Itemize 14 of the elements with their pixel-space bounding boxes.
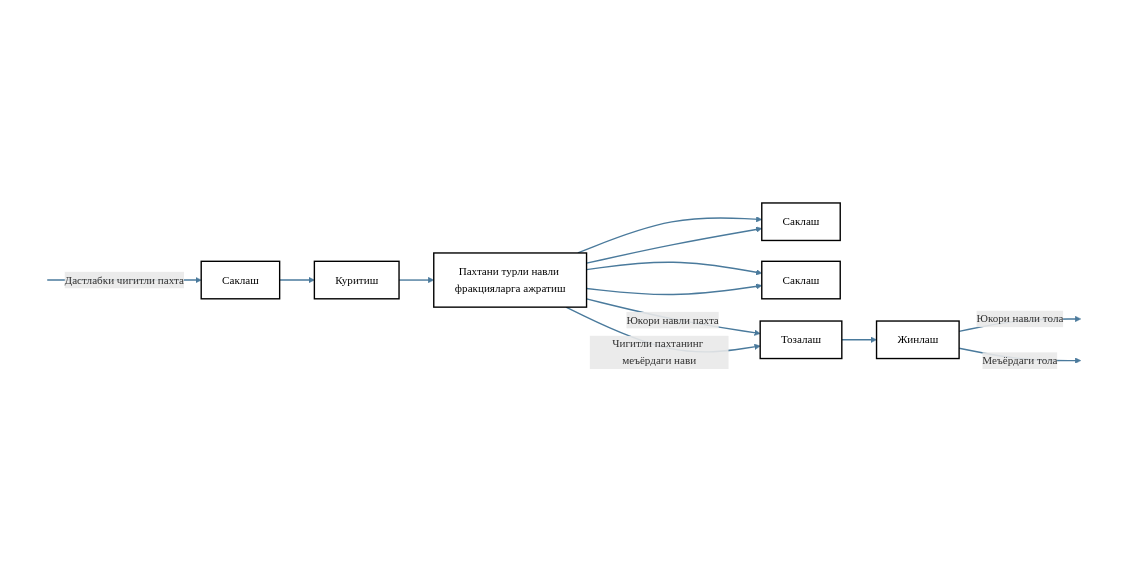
node-box: Пахтани турли навли фракцияларга ажратиш	[433, 252, 588, 308]
edge-label: Меъёрдаги тола	[982, 354, 1058, 367]
edge-label: Дастлабки чигитли пахта	[64, 273, 184, 286]
node-box: Саклаш	[761, 260, 841, 300]
node-box: Тозалаш	[759, 320, 843, 360]
node-box: Саклаш	[761, 202, 841, 242]
edge-label: Юкори навли тола	[976, 312, 1064, 325]
node-box: Саклаш	[200, 260, 281, 300]
edge-label: Юкори навли пахта	[626, 313, 719, 326]
node-box: Жинлаш	[875, 320, 960, 360]
arrow	[841, 336, 877, 343]
arrow	[565, 306, 761, 353]
edge-label: Чигитли пахтанинг меъёрдаги нави	[612, 337, 704, 367]
node-box: Куритиш	[313, 260, 400, 300]
